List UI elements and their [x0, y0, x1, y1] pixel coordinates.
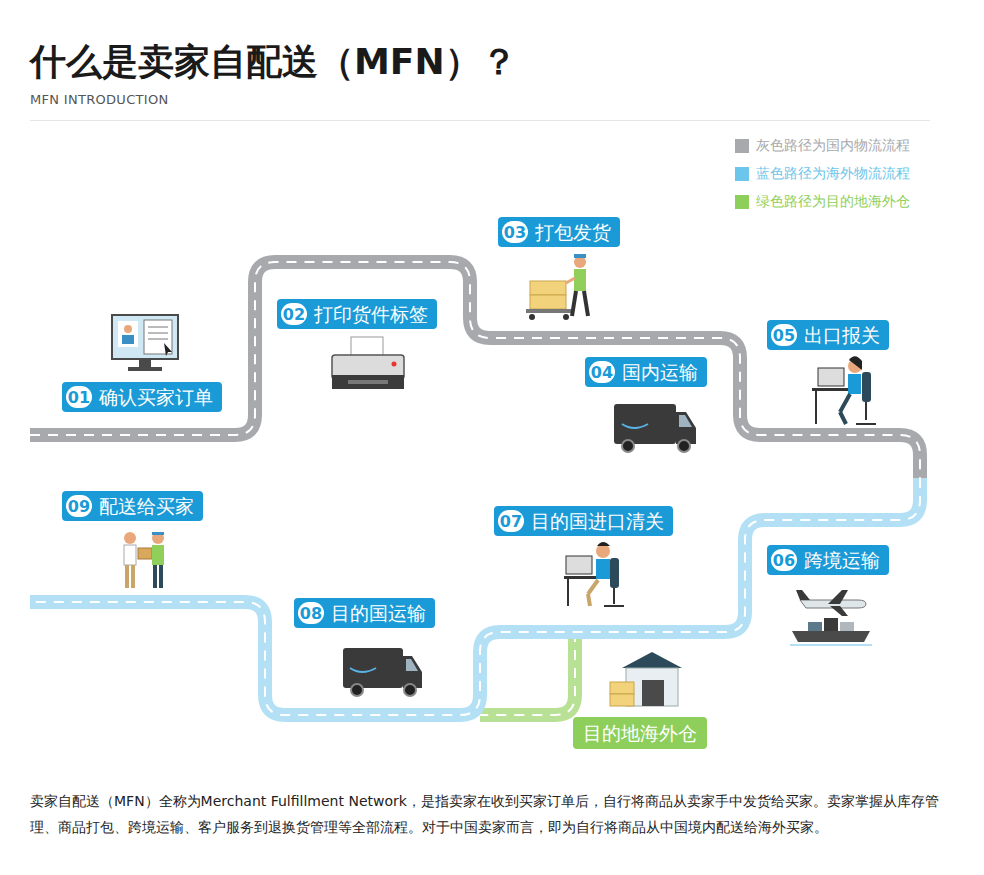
legend-swatch — [735, 195, 749, 209]
legend-swatch — [735, 167, 749, 181]
step-number: 09 — [66, 495, 92, 517]
cart-worker-icon — [526, 254, 588, 320]
divider-line — [30, 120, 930, 121]
step-label: 出口报关 — [804, 320, 880, 350]
step-box: 05 出口报关 — [767, 320, 889, 350]
warehouse-box: 目的地海外仓 — [573, 717, 707, 749]
step-label: 打印货件标签 — [314, 299, 428, 329]
step-box: 03 打包发货 — [498, 217, 620, 247]
subtitle: MFN INTRODUCTION — [30, 92, 168, 107]
step-box: 01 确认买家订单 — [62, 382, 222, 412]
van-icon — [614, 404, 696, 452]
printer-icon — [332, 337, 404, 389]
step-label: 目的国进口清关 — [531, 506, 664, 536]
step-number: 04 — [589, 361, 615, 383]
warehouse-icon — [610, 652, 682, 706]
step-box: 08 目的国运输 — [294, 598, 435, 628]
step-number: 06 — [771, 549, 797, 571]
legend-swatch — [735, 139, 749, 153]
step-label: 目的地海外仓 — [583, 718, 697, 748]
green-road — [480, 632, 575, 715]
desk-worker-icon — [564, 542, 624, 606]
legend-text: 绿色路径为目的地海外仓 — [756, 193, 910, 211]
delivery-people-icon — [124, 532, 164, 588]
road-dash — [30, 262, 920, 480]
page-title: 什么是卖家自配送（MFN）？ — [30, 38, 517, 87]
step-label: 配送给买家 — [99, 491, 194, 521]
blue-road — [30, 478, 920, 715]
legend-row: 蓝色路径为海外物流流程 — [735, 165, 910, 183]
step-number: 08 — [298, 602, 324, 624]
step-label: 确认买家订单 — [99, 382, 213, 412]
monitor-icon — [112, 315, 178, 371]
step-box: 04 国内运输 — [585, 357, 707, 387]
step-label: 国内运输 — [622, 357, 698, 387]
step-box: 06 跨境运输 — [767, 545, 889, 575]
step-label: 打包发货 — [535, 217, 611, 247]
road-dash — [480, 632, 575, 715]
legend-row: 灰色路径为国内物流流程 — [735, 137, 910, 155]
gray-road — [30, 262, 920, 480]
legend-row: 绿色路径为目的地海外仓 — [735, 193, 910, 211]
step-number: 05 — [771, 324, 797, 346]
plane-ship-icon — [790, 590, 872, 645]
caption-text: 卖家自配送（MFN）全称为Merchant Fulfillment Networ… — [30, 788, 960, 840]
step-number: 02 — [281, 303, 307, 325]
step-label: 跨境运输 — [804, 545, 880, 575]
legend-text: 灰色路径为国内物流流程 — [756, 137, 910, 155]
road-dash — [30, 478, 920, 715]
step-number: 03 — [502, 221, 528, 243]
van-icon — [343, 648, 422, 696]
step-box: 07 目的国进口清关 — [494, 506, 673, 536]
step-number: 01 — [66, 386, 92, 408]
legend-text: 蓝色路径为海外物流流程 — [756, 165, 910, 183]
desk-worker-icon — [812, 356, 876, 424]
step-label: 目的国运输 — [331, 598, 426, 628]
step-box: 02 打印货件标签 — [277, 299, 437, 329]
step-number: 07 — [498, 510, 524, 532]
step-box: 09 配送给买家 — [62, 491, 203, 521]
